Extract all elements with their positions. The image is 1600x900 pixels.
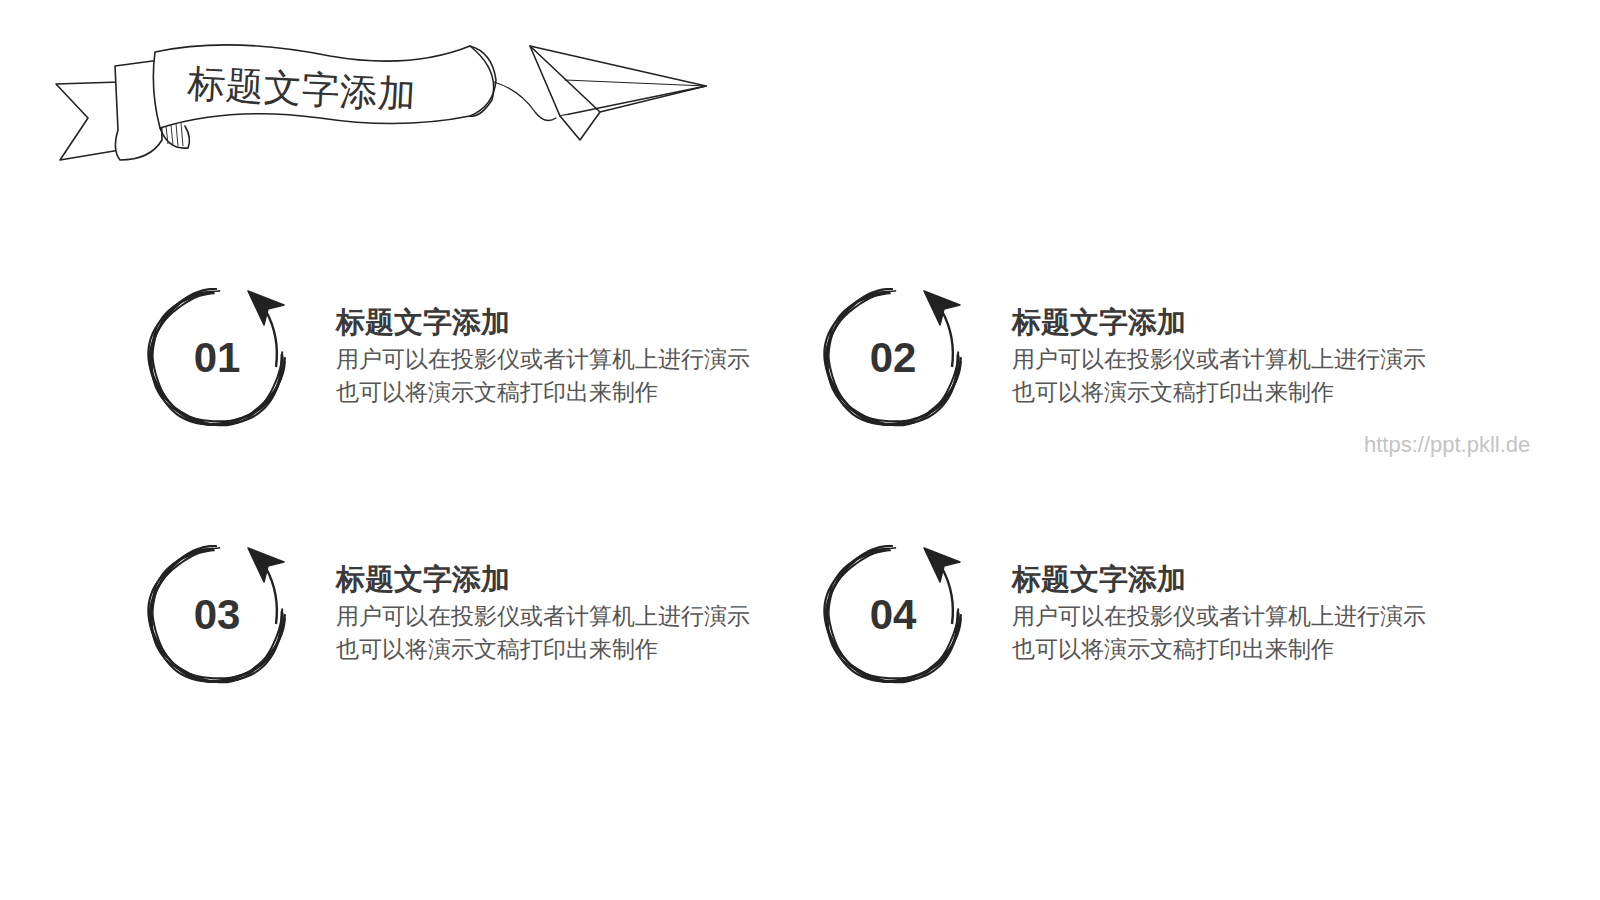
arrow-head — [924, 548, 960, 582]
item-heading: 标题文字添加 — [1012, 303, 1186, 343]
watermark: https://ppt.pkll.de — [1364, 432, 1530, 458]
sketch-stroke — [266, 311, 277, 367]
plane-string — [494, 82, 556, 120]
item-body: 用户可以在投影仪或者计算机上进行演示也可以将演示文稿打印出来制作 — [1012, 600, 1432, 666]
numbered-item: 03标题文字添加用户可以在投影仪或者计算机上进行演示也可以将演示文稿打印出来制作 — [146, 544, 288, 686]
paper-plane-fold2 — [565, 80, 706, 86]
item-body: 用户可以在投影仪或者计算机上进行演示也可以将演示文稿打印出来制作 — [336, 343, 756, 409]
item-number: 01 — [146, 287, 288, 429]
paper-plane — [530, 46, 706, 116]
item-number: 04 — [822, 544, 964, 686]
item-body: 用户可以在投影仪或者计算机上进行演示也可以将演示文稿打印出来制作 — [1012, 343, 1432, 409]
paper-plane-wing — [560, 112, 600, 140]
ribbon-hatch — [166, 123, 183, 146]
sketch-stroke — [942, 568, 953, 624]
ribbon-band — [153, 45, 493, 128]
item-heading: 标题文字添加 — [1012, 560, 1186, 600]
arrow-head — [924, 291, 960, 325]
item-number: 02 — [822, 287, 964, 429]
paper-plane-fold — [530, 46, 706, 112]
item-heading: 标题文字添加 — [336, 303, 510, 343]
ribbon-curl — [160, 126, 189, 148]
arrow-head — [248, 548, 284, 582]
sketch-stroke — [942, 311, 953, 367]
arrow-head — [248, 291, 284, 325]
item-body: 用户可以在投影仪或者计算机上进行演示也可以将演示文稿打印出来制作 — [336, 600, 756, 666]
item-heading: 标题文字添加 — [336, 560, 510, 600]
ribbon-curl-right — [470, 46, 496, 116]
numbered-item: 02标题文字添加用户可以在投影仪或者计算机上进行演示也可以将演示文稿打印出来制作 — [822, 287, 964, 429]
item-number: 03 — [146, 544, 288, 686]
sketch-stroke — [266, 568, 277, 624]
numbered-item: 04标题文字添加用户可以在投影仪或者计算机上进行演示也可以将演示文稿打印出来制作 — [822, 544, 964, 686]
numbered-item: 01标题文字添加用户可以在投影仪或者计算机上进行演示也可以将演示文稿打印出来制作 — [146, 287, 288, 429]
